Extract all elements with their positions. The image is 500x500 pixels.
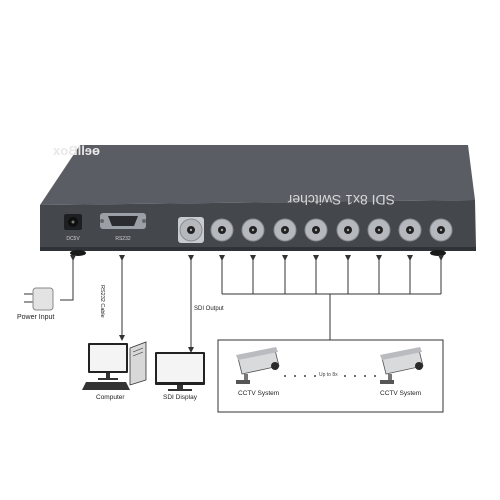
- power-adapter-icon: [24, 287, 54, 311]
- device-top-panel: [40, 145, 475, 205]
- computer-label: Computer: [96, 394, 125, 401]
- computer-icon: [82, 341, 147, 390]
- monitor-icon: [155, 352, 205, 391]
- cctv-camera-icon: [380, 347, 424, 384]
- input-lines: [219, 255, 444, 340]
- up-to-label: Up to 8x: [319, 372, 338, 378]
- model-label: SDI 8x1 Switcher: [287, 192, 395, 208]
- switcher-device: ѳellBox SDI 8x1 Switcher DC5V RS232: [40, 143, 476, 256]
- brand-logo: ѳellBox: [52, 143, 100, 158]
- bnc-input-connectors: [210, 218, 453, 242]
- power-input-label: Power Input: [17, 314, 55, 321]
- cctv-camera-icon: [236, 347, 280, 384]
- cctv-dots: [284, 375, 376, 377]
- sdi-display-label: SDI Display: [163, 394, 197, 401]
- dc-port-label: DC5V: [66, 236, 80, 242]
- sdi-output-label: SDI Output: [194, 306, 224, 312]
- bnc-output-connector: [178, 217, 204, 243]
- cctv-left-label: CCTV System: [238, 390, 280, 397]
- rs232-cable-label: RS232 Cable: [99, 285, 105, 318]
- rs232-port: [100, 213, 146, 229]
- power-line: [60, 255, 76, 301]
- cctv-right-label: CCTV System: [380, 390, 422, 397]
- rs232-port-label: RS232: [115, 236, 131, 242]
